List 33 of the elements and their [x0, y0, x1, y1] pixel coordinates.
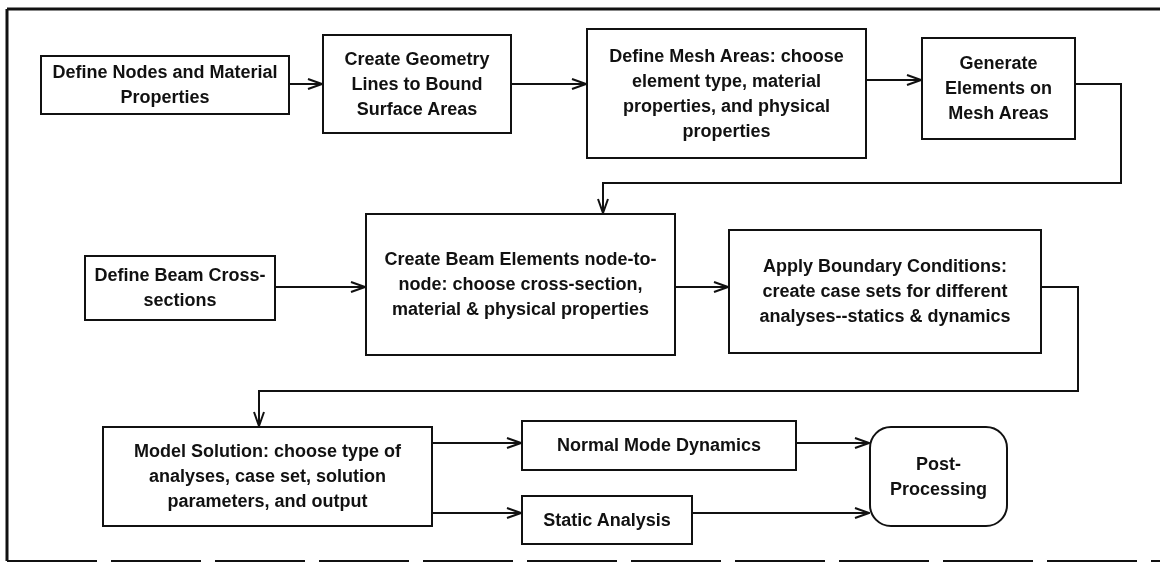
- process-box: [322, 34, 512, 134]
- process-box: [521, 495, 693, 545]
- arrow: [675, 281, 729, 293]
- arrow: [866, 74, 922, 86]
- node-text: Normal Mode Dynamics: [556, 434, 762, 457]
- node-text: Define Beam Cross-sections: [94, 264, 266, 312]
- arrow: [253, 286, 1079, 427]
- node-text: Generate Elements on Mesh Areas: [944, 52, 1053, 125]
- process-box: [921, 37, 1076, 140]
- terminal-box: [869, 426, 1008, 527]
- node-text: Post-Processing: [888, 452, 988, 501]
- node-text: Create Beam Elements node-to-node: choose cross-section, material & physical properties: [383, 248, 658, 321]
- arrow: [692, 507, 870, 519]
- arrow: [432, 437, 522, 449]
- process-box: [102, 426, 433, 527]
- node-text: Apply Boundary Conditions: create case sets for different analyses--statics & dynamics: [758, 255, 1012, 328]
- process-box: [84, 255, 276, 321]
- node-text: Static Analysis: [543, 508, 671, 532]
- process-box: [521, 420, 797, 471]
- node-text: Model Solution: choose type of analyses, case set, solution parameters, and output: [133, 440, 402, 513]
- process-box: [365, 213, 676, 356]
- arrow: [597, 83, 1122, 214]
- node-text: Define Mesh Areas: choose element type, material properties, and physical properties: [608, 44, 845, 143]
- arrow: [796, 437, 870, 449]
- node-text: Define Nodes and Material Properties: [51, 61, 279, 109]
- arrow: [275, 281, 366, 293]
- process-box: [586, 28, 867, 159]
- arrow: [432, 507, 522, 519]
- process-box: [728, 229, 1042, 354]
- node-text: Create Geometry Lines to Bound Surface Areas: [343, 47, 491, 121]
- process-box: [40, 55, 290, 115]
- arrow: [289, 78, 323, 90]
- arrow: [511, 78, 587, 90]
